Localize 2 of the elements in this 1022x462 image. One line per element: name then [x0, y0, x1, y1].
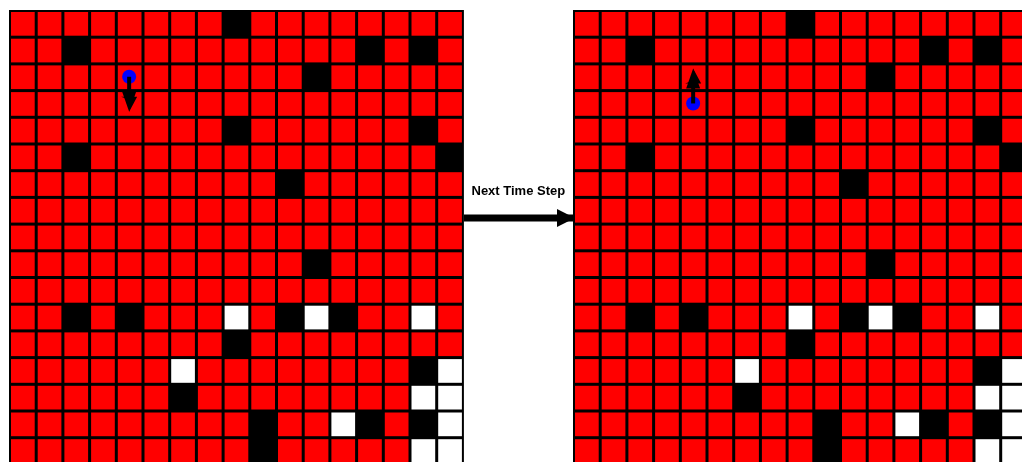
edge-label: Next Time Step — [470, 183, 567, 198]
arrow — [464, 208, 575, 228]
